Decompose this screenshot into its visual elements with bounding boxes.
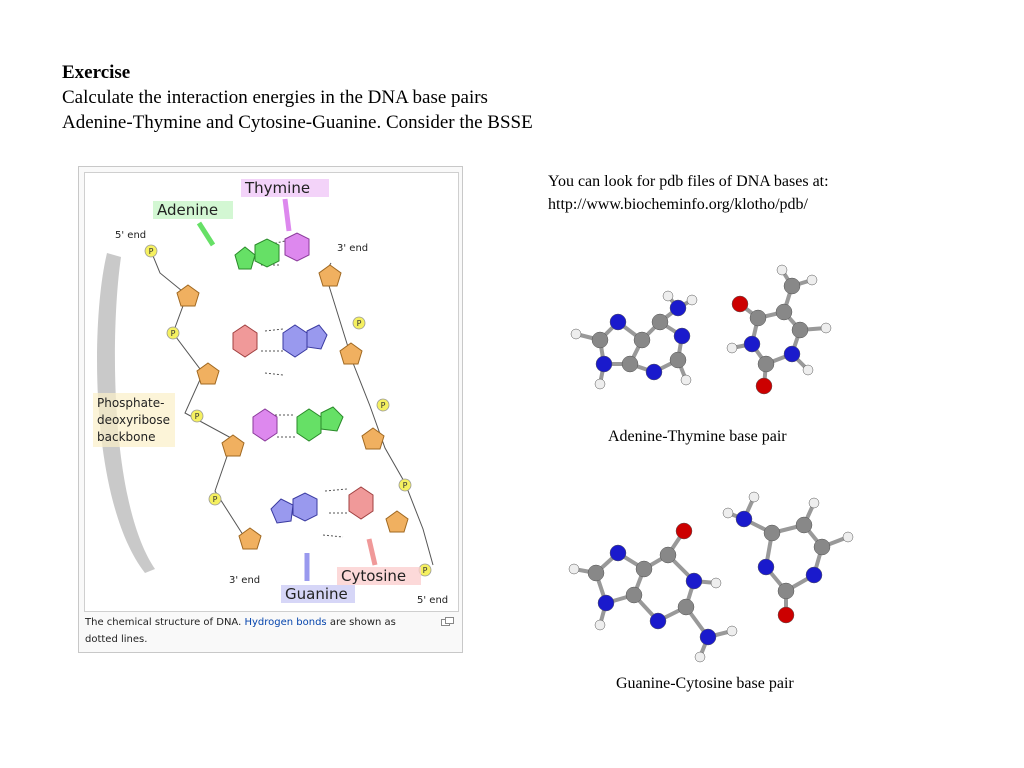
adenine-base-top: [234, 238, 280, 270]
thymine-arrow: [282, 198, 292, 232]
backbone-label-2: deoxyribose: [97, 413, 170, 427]
backbone-label-1: Phosphate-: [97, 396, 164, 410]
svg-text:P: P: [213, 495, 218, 504]
three-end-bottom-label: 3' end: [229, 575, 260, 586]
svg-text:P: P: [403, 481, 408, 490]
backbone-bracket: [97, 253, 155, 573]
at-atoms: [570, 264, 832, 395]
adenine-label: Adenine: [157, 201, 218, 219]
cytosine-label: Cytosine: [341, 567, 406, 585]
pdb-note: You can look for pdb files of DNA bases …: [548, 170, 829, 216]
thymine-base-low: [252, 408, 278, 442]
thymine-base-top: [284, 232, 310, 262]
right-strand: [324, 262, 434, 566]
svg-text:P: P: [381, 401, 386, 410]
adenine-base-low: [296, 406, 344, 442]
cytosine-arrow: [366, 538, 378, 566]
svg-text:P: P: [149, 247, 154, 256]
svg-text:P: P: [357, 319, 362, 328]
gc-atoms: [568, 491, 854, 663]
backbone-label-3: backbone: [97, 430, 155, 444]
guanine-base-bottom: [270, 492, 318, 524]
pdb-note-text: You can look for pdb files of DNA bases …: [548, 173, 829, 190]
cytosine-base-mid: [232, 324, 258, 358]
dna-structure-image: P P P P P P P P: [84, 172, 459, 612]
five-end-top-label: 5' end: [115, 230, 146, 241]
adenine-arrow: [196, 221, 216, 247]
gc-caption: Guanine-Cytosine base pair: [616, 675, 794, 692]
phosphate-groups: [144, 244, 432, 577]
guanine-cytosine-model: [568, 491, 854, 663]
five-end-bottom-label: 5' end: [417, 595, 448, 606]
figure-caption: The chemical structure of DNA. Hydrogen …: [85, 614, 425, 648]
three-end-top-label: 3' end: [337, 243, 368, 254]
svg-text:P: P: [195, 412, 200, 421]
thymine-label: Thymine: [244, 179, 310, 197]
guanine-base-mid: [282, 324, 328, 358]
pdb-url[interactable]: http://www.biocheminfo.org/klotho/pdb/: [548, 196, 808, 213]
hydrogen-bonds-link[interactable]: Hydrogen bonds: [244, 617, 327, 628]
exercise-line-2: Adenine-Thymine and Cytosine-Guanine. Co…: [62, 112, 533, 133]
svg-text:P: P: [171, 329, 176, 338]
figure-caption-post: are shown as dotted lines.: [85, 617, 396, 645]
guanine-label: Guanine: [285, 585, 348, 603]
enlarge-icon[interactable]: [441, 617, 454, 626]
cytosine-base-bottom: [348, 486, 374, 520]
dna-structure-figure: P P P P P P P P: [78, 166, 463, 653]
at-caption: Adenine-Thymine base pair: [608, 428, 787, 445]
sugar-rings: [176, 264, 409, 550]
figure-caption-pre: The chemical structure of DNA.: [85, 617, 245, 628]
adenine-thymine-model: [570, 264, 832, 395]
phosphate-letters: P P P P P P P P: [149, 247, 428, 575]
dna-diagram: P P P P P P P P: [93, 179, 448, 606]
svg-text:P: P: [423, 566, 428, 575]
exercise-heading: Exercise Calculate the interaction energ…: [62, 60, 533, 135]
exercise-line-1: Calculate the interaction energies in th…: [62, 87, 488, 108]
exercise-title: Exercise: [62, 62, 131, 83]
